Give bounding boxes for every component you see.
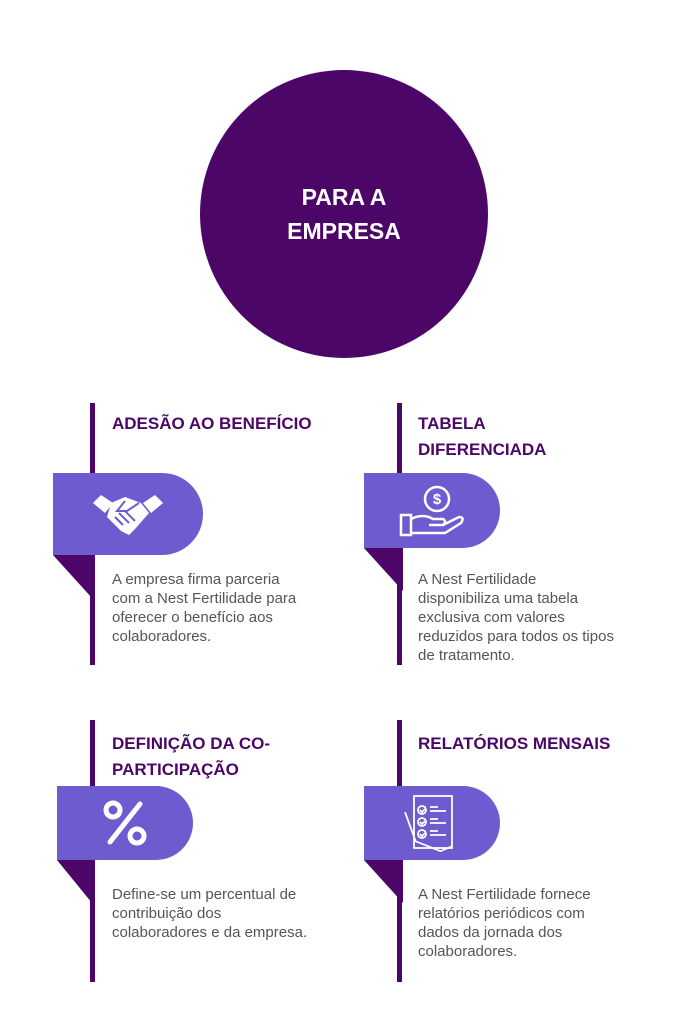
dollar-hand-icon: $ — [399, 485, 464, 536]
card-title: DEFINIÇÃO DA CO-PARTICIPAÇÃO — [112, 734, 271, 779]
card-text: A empresa firma parceria com a Nest Fert… — [112, 571, 297, 645]
card-title: ADESÃO AO BENEFÍCIO — [112, 414, 312, 433]
handshake-icon — [93, 495, 163, 535]
card-icon-tab — [57, 786, 193, 860]
card-title: RELATÓRIOS MENSAIS — [418, 734, 611, 753]
card-title: TABELA DIFERENCIADA — [418, 414, 547, 459]
card-icon-tab: $ — [364, 473, 500, 548]
tab-fold — [57, 860, 92, 903]
tab-fold — [364, 548, 403, 591]
card-icon-tab — [364, 786, 500, 860]
card-text: A Nest Fertilidade disponibiliza uma tab… — [418, 571, 614, 664]
header-title: PARA A EMPRESA — [287, 184, 401, 244]
percent-icon — [103, 800, 147, 846]
svg-text:$: $ — [433, 491, 442, 508]
report-checklist-icon — [404, 795, 453, 853]
card-text: Define-se um percentual de contribuição … — [112, 886, 308, 941]
card-icon-tab — [53, 473, 203, 555]
header-circle: PARA A EMPRESA — [200, 70, 488, 358]
tab-fold — [53, 555, 92, 598]
card-text: A Nest Fertilidade fornece relatórios pe… — [418, 886, 591, 960]
tab-fold — [364, 860, 403, 903]
